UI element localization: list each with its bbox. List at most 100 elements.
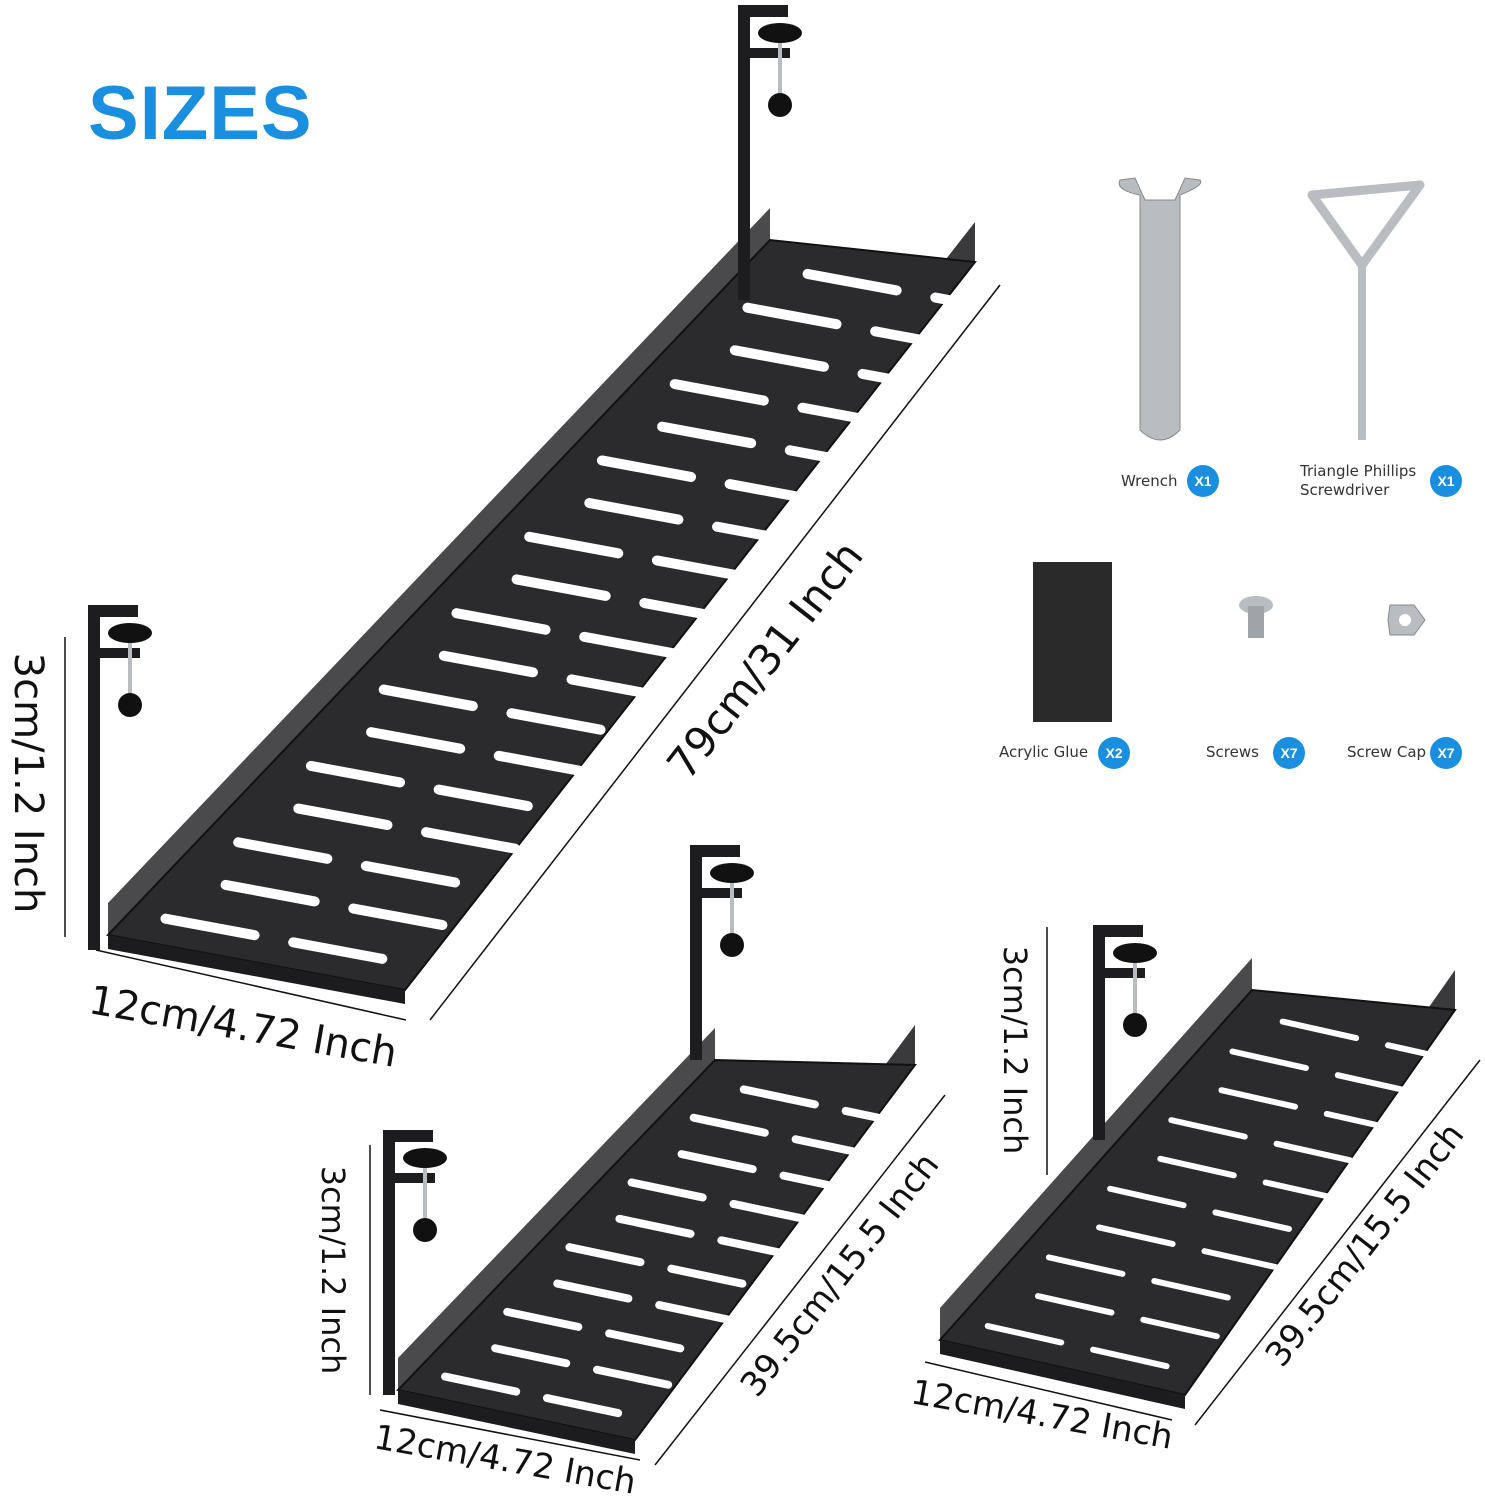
dimension-line [379,1409,641,1461]
dimension-line [429,284,1001,1021]
tray-2-slot [565,1243,645,1267]
tray-2-slot [491,1344,571,1368]
tray-3-slot [1090,1346,1170,1370]
tray-1-slot [729,345,829,372]
tray-3-slot [1212,1209,1292,1232]
tray-3-side-wall [940,958,1252,1340]
qty-badge-glue: X2 [1098,737,1130,769]
tray-3-slot [1045,1254,1126,1277]
tray-2-side-wall [398,1028,715,1390]
tray-3-slot [1201,1248,1281,1271]
dimension-line [1194,1059,1481,1426]
clamp-nut [720,933,744,957]
tray-3-slot [1107,1185,1187,1209]
nut-hole [1399,614,1411,626]
tray-1-slot [493,750,593,778]
tray-1-slot [596,455,697,482]
tray-1-slot [639,598,739,625]
tray-3-front-lip [940,1340,1185,1409]
tray-3-slot [1168,1117,1248,1140]
tray-3-slot [1034,1293,1115,1316]
tray-1-slot [797,402,897,430]
tray-1-slot [724,479,824,506]
tray-3-slot [984,1323,1065,1346]
tray-3-slot [1384,1042,1465,1065]
accessory-label-screws: Screws [1206,743,1259,761]
tray-1-slot [742,302,842,330]
screw-thread [1248,606,1264,638]
screwdriver-icon [1307,180,1425,270]
accessory-label-screwdriver: Triangle Phillips Screwdriver [1300,462,1417,499]
clamp-knob [1113,943,1157,963]
tray-1-slot [288,937,388,964]
clamp-knob [710,863,754,883]
tray-1-slot [524,531,624,559]
tray-1-height: 3cm/1.2 Inch [5,652,51,914]
tray-1-front-lip [108,935,405,1004]
tray-2-slot [627,1178,707,1202]
tray-1-slot [857,368,957,396]
tray-2-slot [542,1394,623,1418]
tray-1-slot [360,860,461,888]
tray-2-slot [739,1085,819,1109]
qty-badge-screwdriver: X1 [1430,465,1462,497]
tray-1-slot [802,268,902,296]
qty-badge-screws: X7 [1273,737,1305,769]
dimension-line [654,1094,946,1466]
tray-3-slot [1096,1224,1176,1247]
tray-2-slot [441,1372,521,1396]
tray-2-slot [503,1307,583,1331]
tray-3-slot [1218,1087,1298,1110]
tray-1-slot [348,903,448,931]
tray-3-height: 3cm/1.2 Inch [996,945,1034,1155]
tray-1-slot [433,784,533,812]
tray-2-slot [779,1171,859,1195]
tray-2-slot [553,1279,633,1303]
tray-3-slot [1229,1048,1309,1072]
clamp-nut [118,693,142,717]
clamp-knob [108,623,152,643]
screw-icon [1239,596,1273,614]
tray-2-slot [717,1236,797,1260]
accessory-label-screw-cap: Screw Cap [1347,743,1427,761]
tray-1-slot [220,879,320,907]
tray-1-slot [930,292,1030,320]
tray-1-slot [669,379,769,406]
accessory-label-glue: Acrylic Glue [999,743,1089,761]
tray-2-slot [615,1214,695,1238]
clamp-nut [413,1218,437,1242]
tray-3-slot [1262,1179,1343,1202]
qty-badge-wrench: X1 [1187,465,1219,497]
tray-2-slot [655,1301,735,1325]
tray-1-slot [511,574,611,601]
page-title: SIZES [88,71,313,156]
tray-2-slot [667,1264,747,1288]
tray-1-slot [421,827,521,854]
tray-1-floor [106,238,977,992]
tray-1-slot [584,498,684,525]
clamp-nut [1123,1013,1147,1037]
tray-1-slot [784,445,884,472]
clamp-knob [403,1148,447,1168]
tray-2-height: 3cm/1.2 Inch [314,1165,352,1375]
clamp-bracket [738,5,788,300]
clamp-knob [758,23,802,43]
tray-1-slot [870,326,970,353]
tray-2-slot [593,1365,673,1389]
dimension-line [95,949,407,1021]
tray-1-slot [305,760,406,788]
tray-3-slot [1279,1018,1360,1042]
glue-pad-icon [1033,562,1112,722]
tray-3-floor [938,988,1457,1397]
clamp-bracket [690,845,740,1060]
tray-2-slot [605,1329,685,1353]
tray-2-slot [791,1135,871,1159]
tray-3-slot [1157,1155,1237,1179]
clamp-nut [768,93,792,117]
tray-1-slot [451,608,551,635]
tray-1-slot [657,421,757,449]
clamp-bracket [1093,925,1143,1140]
tray-1-slot [293,803,393,831]
